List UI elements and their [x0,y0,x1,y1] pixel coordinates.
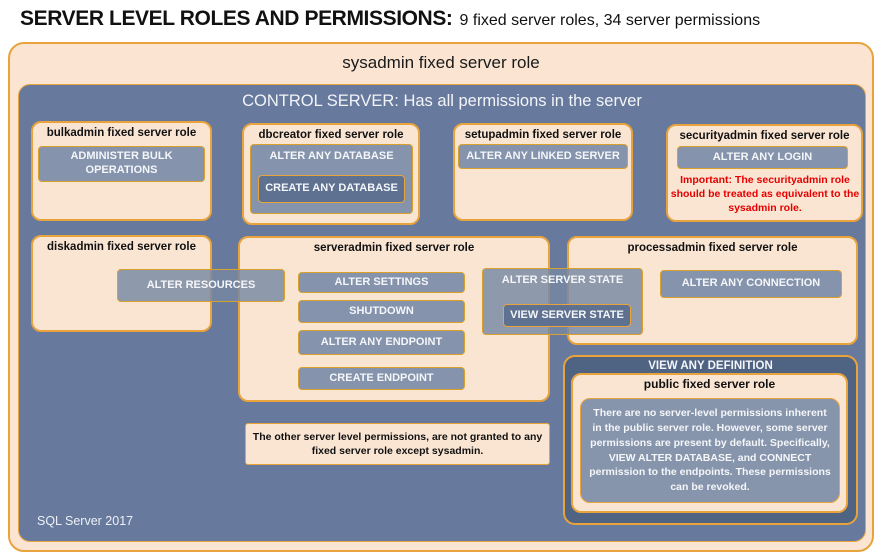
page-title-subtitle: 9 fixed server roles, 34 server permissi… [459,12,761,29]
permission-create-endpoint: CREATE ENDPOINT [298,367,465,390]
permission-alter-resources: ALTER RESOURCES [117,269,285,302]
other-permissions-note: The other server level permissions, are … [245,423,550,465]
permission-alter-any-database-label: ALTER ANY DATABASE [269,150,394,162]
role-setupadmin-title: setupadmin fixed server role [464,129,622,141]
permission-alter-server-state-label: ALTER SERVER STATE [501,274,624,286]
permission-alter-settings: ALTER SETTINGS [298,272,465,293]
role-public-description: There are no server-level permissions in… [580,398,840,503]
permission-administer-bulk-operations: ADMINISTER BULK OPERATIONS [38,146,205,182]
role-dbcreator-title: dbcreator fixed server role [258,129,404,141]
role-setupadmin: setupadmin fixed server role [453,123,633,221]
permission-create-any-database: CREATE ANY DATABASE [258,175,405,203]
permission-alter-any-connection: ALTER ANY CONNECTION [660,270,842,298]
permission-alter-any-linked-server: ALTER ANY LINKED SERVER [458,144,628,169]
page-title: SERVER LEVEL ROLES AND PERMISSIONS: 9 fix… [20,7,760,31]
role-serveradmin-title: serveradmin fixed server role [313,242,475,254]
control-server-label: CONTROL SERVER: Has all permissions in t… [242,92,642,110]
role-public-title: public fixed server role [643,377,776,391]
role-processadmin-title: processadmin fixed server role [627,242,798,254]
permission-view-server-state: VIEW SERVER STATE [503,304,631,327]
role-diskadmin-title: diskadmin fixed server role [47,241,196,253]
role-securityadmin-title: securityadmin fixed server role [679,130,850,142]
sysadmin-role-label: sysadmin fixed server role [342,53,540,72]
role-securityadmin: securityadmin fixed server role [666,124,863,222]
permission-alter-any-endpoint: ALTER ANY ENDPOINT [298,330,465,355]
permission-shutdown: SHUTDOWN [298,300,465,323]
securityadmin-warning-text: Important: The securityadmin role should… [670,174,860,215]
sql-server-version-label: SQL Server 2017 [37,514,134,528]
page-title-main: SERVER LEVEL ROLES AND PERMISSIONS: [20,7,453,30]
permission-view-any-definition-label: VIEW ANY DEFINITION [648,360,773,372]
permission-alter-any-login: ALTER ANY LOGIN [677,146,848,169]
role-diskadmin: diskadmin fixed server role [31,235,212,332]
role-bulkadmin-title: bulkadmin fixed server role [46,127,197,139]
